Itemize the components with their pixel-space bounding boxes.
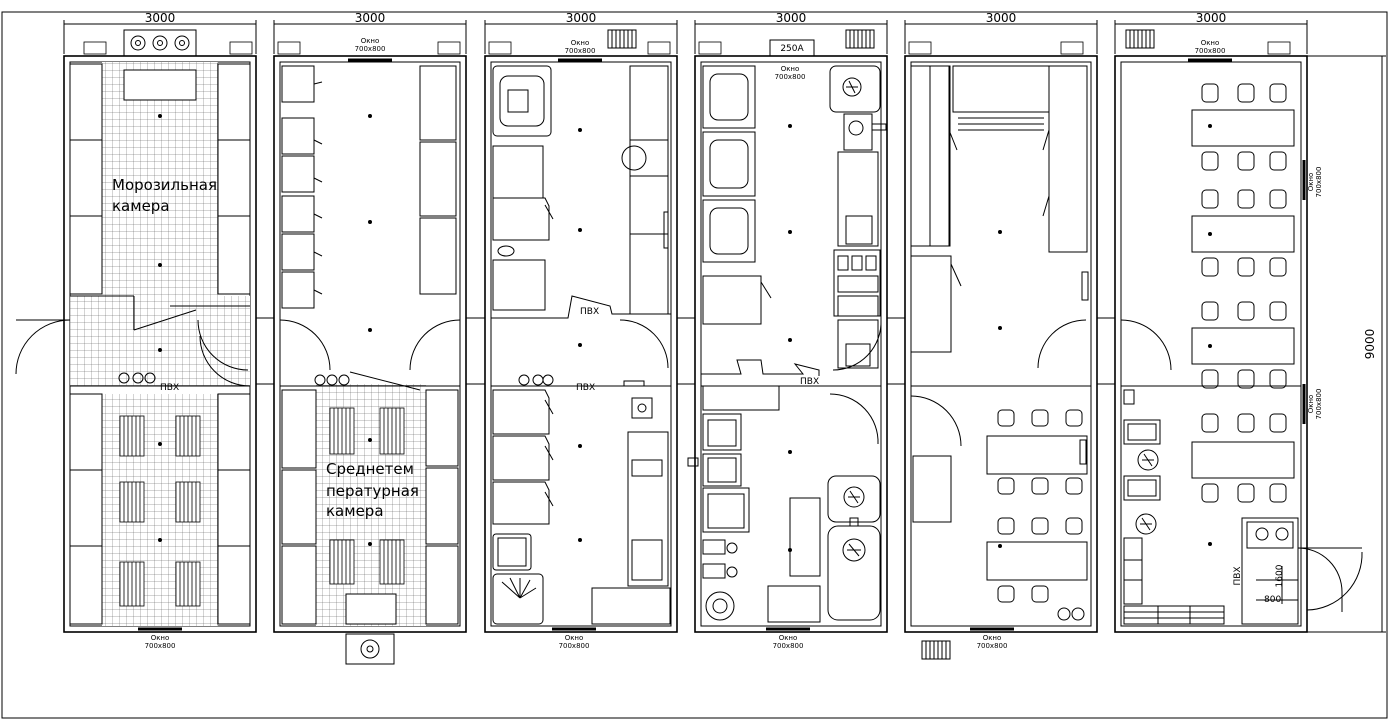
wall-boxes xyxy=(83,41,1291,55)
window-size: 700х800 xyxy=(1315,167,1323,198)
window-label: Окно xyxy=(565,634,584,642)
dimension-label: 3000 xyxy=(986,11,1017,25)
connectors xyxy=(256,317,1115,385)
window-label: Окно xyxy=(1201,39,1220,47)
pvc-label: ПВХ xyxy=(580,307,599,317)
window-label: Окно xyxy=(779,634,798,642)
dimension-800: 800 xyxy=(1264,595,1281,605)
window-size: 700х800 xyxy=(565,47,596,55)
window-size: 700х800 xyxy=(355,45,386,53)
dimension-label: 3000 xyxy=(1196,11,1227,25)
fan-unit-icon xyxy=(123,29,197,57)
door-swings-middle xyxy=(199,319,882,387)
dimension-label: 3000 xyxy=(355,11,386,25)
module-4 xyxy=(687,65,887,623)
module-1 xyxy=(15,62,251,626)
vent-grille-icon xyxy=(607,29,1155,660)
room-label-freezer: Морозильная xyxy=(112,176,217,194)
window-size: 700х800 xyxy=(1315,389,1323,420)
dimension-1600: 1600 xyxy=(1275,564,1285,587)
panel-label: 250А xyxy=(780,44,804,54)
module-6 xyxy=(1120,83,1363,625)
pvc-label: ПВХ xyxy=(1233,566,1243,585)
window-label: Окно xyxy=(151,634,170,642)
window-size: 700х800 xyxy=(977,642,1008,650)
module-2 xyxy=(279,65,461,626)
room-label-medium: пературная xyxy=(326,482,419,500)
module-5 xyxy=(910,65,1091,621)
window-size: 700х800 xyxy=(145,642,176,650)
dimension-label: 3000 xyxy=(776,11,807,25)
window-size: 700х800 xyxy=(775,73,806,81)
module-inner-walls xyxy=(69,61,1302,627)
pvc-label: ПВХ xyxy=(800,377,819,387)
room-label-freezer: камера xyxy=(112,197,170,215)
height-dimension-label: 9000 xyxy=(1363,329,1377,360)
window-size: 700х800 xyxy=(559,642,590,650)
module-3 xyxy=(491,65,671,625)
top-dimensions xyxy=(63,20,1308,54)
room-label-medium: камера xyxy=(326,502,384,520)
dimension-label: 3000 xyxy=(566,11,597,25)
window-label: Окно xyxy=(983,634,1002,642)
fan-unit-icon xyxy=(345,633,395,665)
window-label: Окно xyxy=(571,39,590,47)
electrical-panel xyxy=(769,39,815,57)
pvc-label: ПВХ xyxy=(160,383,179,393)
window-size: 700х800 xyxy=(1195,47,1226,55)
drawing-frame xyxy=(1,11,1388,719)
window-label: Окно xyxy=(1307,173,1315,192)
pvc-label: ПВХ xyxy=(576,383,595,393)
window-size: 700х800 xyxy=(773,642,804,650)
window-label: Окно xyxy=(781,65,800,73)
window-label: Окно xyxy=(361,37,380,45)
room-label-medium: Среднетем xyxy=(326,460,414,478)
dimension-label: 3000 xyxy=(145,11,176,25)
side-dimension xyxy=(1307,55,1386,633)
window-label: Окно xyxy=(1307,395,1315,414)
